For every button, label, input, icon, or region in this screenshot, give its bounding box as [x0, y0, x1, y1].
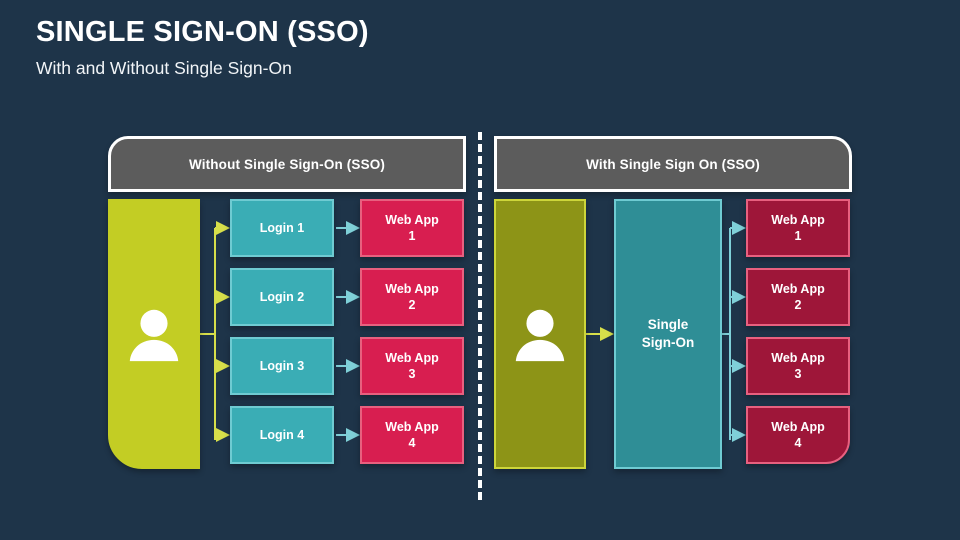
login-box-3[interactable]: Login 3 [230, 337, 334, 395]
login-label: Login 1 [259, 221, 305, 235]
webapp-label-line1: Web App [771, 351, 825, 365]
page-title: SINGLE SIGN-ON (SSO) [36, 16, 369, 48]
webapp-label-line1: Web App [385, 282, 439, 296]
title-block: SINGLE SIGN-ON (SSO) With and Without Si… [36, 16, 369, 79]
webapp-label-line1: Web App [385, 420, 439, 434]
user-panel-left [108, 199, 200, 469]
user-panel-right [494, 199, 586, 469]
webapp-label-line2: 1 [408, 229, 416, 243]
sso-label-line1: Single [647, 317, 689, 333]
person-icon [129, 309, 179, 362]
login-label: Login 4 [259, 428, 305, 442]
sso-label-line2: Sign-On [641, 335, 695, 350]
webapp-label-line2: 1 [794, 229, 802, 243]
webapp-box-right-1[interactable]: Web App 1 [746, 199, 850, 257]
webapp-box-left-4[interactable]: Web App 4 [360, 406, 464, 464]
login-box-2[interactable]: Login 2 [230, 268, 334, 326]
webapp-box-left-3[interactable]: Web App 3 [360, 337, 464, 395]
login-box-4[interactable]: Login 4 [230, 406, 334, 464]
webapp-box-right-3[interactable]: Web App 3 [746, 337, 850, 395]
webapp-label-line2: 4 [408, 436, 416, 450]
webapp-label-line2: 2 [408, 298, 416, 312]
person-icon [515, 309, 565, 362]
webapp-box-right-2[interactable]: Web App 2 [746, 268, 850, 326]
vertical-dashed-divider [478, 132, 482, 500]
webapp-label-line1: Web App [771, 420, 825, 434]
section-header-with-sso: With Single Sign On (SSO) [494, 136, 852, 192]
webapp-label-line1: Web App [771, 213, 825, 227]
webapp-label-line1: Web App [385, 213, 439, 227]
webapp-box-left-1[interactable]: Web App 1 [360, 199, 464, 257]
webapp-label-line1: Web App [385, 351, 439, 365]
webapp-label-line1: Web App [771, 282, 825, 296]
login-box-1[interactable]: Login 1 [230, 199, 334, 257]
login-label: Login 2 [259, 290, 305, 304]
webapp-box-left-2[interactable]: Web App 2 [360, 268, 464, 326]
section-header-without-sso: Without Single Sign-On (SSO) [108, 136, 466, 192]
webapp-box-right-4[interactable]: Web App 4 [746, 406, 850, 464]
page-subtitle: With and Without Single Sign-On [36, 58, 292, 79]
webapp-label-line2: 4 [794, 436, 802, 450]
webapp-label-line2: 2 [794, 298, 802, 312]
login-label: Login 3 [259, 359, 305, 373]
webapp-label-line2: 3 [408, 367, 416, 381]
webapp-label-line2: 3 [794, 367, 802, 381]
